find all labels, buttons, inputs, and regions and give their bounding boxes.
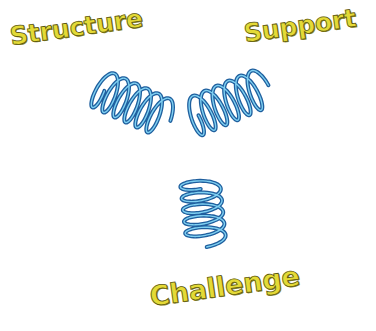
spring-highlight: [91, 73, 173, 132]
spring-highlight: [180, 181, 225, 247]
concept-label: Support: [242, 4, 358, 47]
coil-spring: [180, 181, 225, 247]
spring-highlight: [189, 71, 268, 136]
coil-spring: [91, 73, 173, 132]
spring-coil: [180, 181, 225, 247]
concept-label: Challenge: [148, 261, 302, 311]
spring-coil: [91, 73, 173, 132]
concept-label: Structure: [8, 4, 144, 50]
coil-spring: [189, 71, 268, 136]
spring-coil: [189, 71, 268, 136]
